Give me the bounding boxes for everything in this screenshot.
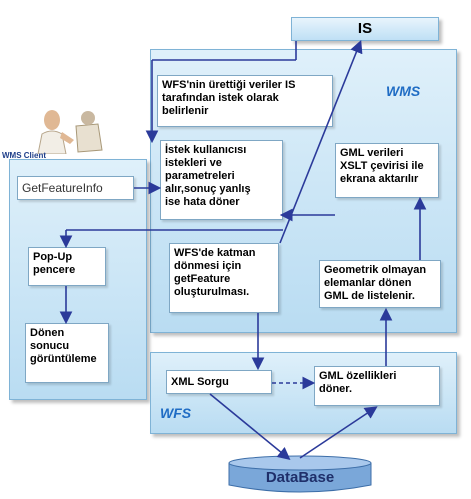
database-label: DataBase xyxy=(265,469,335,486)
is-node: IS xyxy=(291,17,439,41)
note-parse-params: İstek kullanıcısı istekleri ve parametre… xyxy=(160,140,283,220)
arrow-getfeature-to-is xyxy=(279,40,363,244)
client-figure xyxy=(18,104,118,154)
note-xml-query: XML Sorgu xyxy=(166,370,272,394)
is-label: IS xyxy=(357,20,373,37)
note-get-feature-info: GetFeatureInfo xyxy=(17,176,134,200)
arrow-xml-to-db xyxy=(209,393,291,461)
arrow-db-to-gml xyxy=(299,406,378,459)
note-display: Dönen sonucu görüntüleme xyxy=(25,323,109,383)
note-gml-xslt: GML verileri XSLT çevirisi ile ekrana ak… xyxy=(335,143,439,198)
note-wms-request: WFS'nin ürettiği veriler IS tarafından i… xyxy=(157,75,333,127)
wms-label: WMS xyxy=(386,83,421,99)
note-popup: Pop-Up pencere xyxy=(28,247,106,286)
database-node: DataBase xyxy=(227,455,373,495)
note-geometry-list: Geometrik olmayan elemanlar dönen GML de… xyxy=(319,260,441,308)
note-gml-features: GML özellikleri döner. xyxy=(314,366,440,406)
wfs-label: WFS xyxy=(160,405,192,421)
wms-client-label: WMS Client xyxy=(2,151,46,160)
note-get-feature: WFS'de katman dönmesi için getFeature ol… xyxy=(169,243,279,313)
